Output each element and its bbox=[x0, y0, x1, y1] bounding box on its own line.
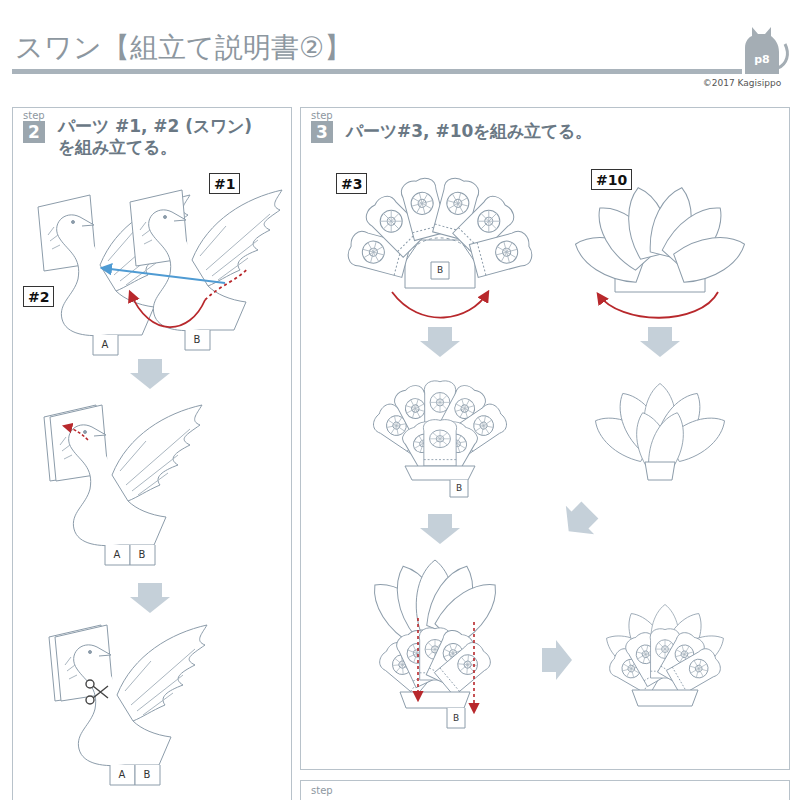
step-panel: パーツ #1, #2 (スワン) を組み立てる。 step2 #1 #2 bbox=[12, 107, 292, 800]
header-rule bbox=[12, 69, 742, 74]
flower-finished bbox=[600, 605, 731, 707]
step-number: 2 bbox=[23, 121, 45, 143]
tab-letter: A bbox=[102, 339, 109, 351]
part-number: #10 bbox=[596, 172, 627, 188]
step-heading: パーツ#3, #10を組み立てる。 bbox=[346, 121, 776, 142]
swan-parts bbox=[38, 190, 282, 355]
swan-joined bbox=[44, 405, 202, 565]
tab-letter: A bbox=[119, 769, 126, 781]
step-word: step bbox=[23, 111, 47, 121]
part-number: #2 bbox=[28, 289, 49, 305]
tab-letter: A bbox=[114, 549, 121, 561]
part-number: #1 bbox=[214, 176, 235, 192]
step-panel: パーツ#3, #10を組み立てる。 step3 #3 #10 bbox=[300, 107, 790, 770]
tab-letter: B bbox=[456, 483, 462, 494]
down-arrows bbox=[130, 359, 170, 613]
part-tag: #1 bbox=[209, 173, 240, 194]
scissors-symbol bbox=[86, 680, 108, 704]
step-panel: step bbox=[300, 780, 790, 800]
tab-letter: B bbox=[437, 265, 443, 276]
step-badge: step2 bbox=[23, 111, 47, 143]
page-title: スワン【組立て説明書②】 bbox=[15, 31, 352, 65]
step-number: 3 bbox=[311, 121, 333, 143]
step-word: step bbox=[311, 111, 335, 121]
tab-letter: B bbox=[139, 549, 146, 561]
tab-letter: B bbox=[144, 769, 151, 781]
part-tag: #3 bbox=[336, 173, 367, 194]
part-3-assembled bbox=[370, 381, 511, 497]
step-arrows bbox=[420, 327, 680, 680]
cat-icon bbox=[745, 27, 787, 74]
step-badge: step3 bbox=[311, 111, 335, 143]
part-tag: #2 bbox=[23, 286, 54, 307]
swan-finished bbox=[49, 625, 207, 785]
part-10-flat bbox=[569, 183, 751, 318]
tab-letter: B bbox=[453, 713, 459, 724]
parts-combined bbox=[362, 559, 509, 728]
copyright: ©2017 Kagisippo bbox=[703, 78, 781, 89]
part-10-assembled bbox=[588, 384, 733, 481]
step-heading: パーツ #1, #2 (スワン) を組み立てる。 bbox=[58, 116, 258, 158]
part-number: #3 bbox=[341, 176, 362, 192]
tab-letter: B bbox=[194, 334, 201, 346]
page-number: p8 bbox=[754, 53, 770, 66]
part-3-flat bbox=[346, 176, 535, 318]
step-word: step bbox=[311, 784, 411, 797]
part-tag: #10 bbox=[591, 169, 632, 190]
